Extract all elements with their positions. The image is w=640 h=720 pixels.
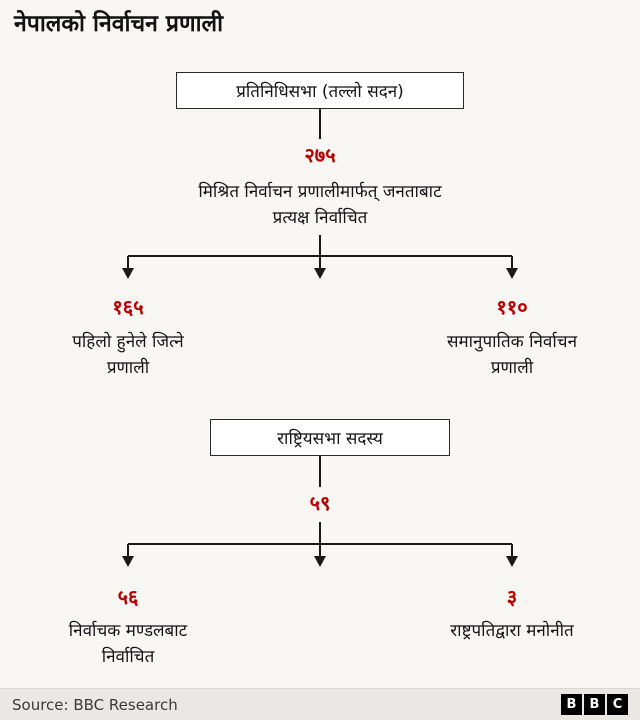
- diagram1-total-value: २७५: [304, 143, 336, 167]
- diagram2-right-value: ३: [506, 585, 518, 609]
- arrowhead-icon: [314, 556, 326, 567]
- source-text: Source: BBC Research: [12, 695, 178, 714]
- diagram2-root-label: राष्ट्रियसभा सदस्य: [277, 429, 383, 449]
- arrowhead-icon: [122, 556, 134, 567]
- diagram1-right-value: ११०: [496, 295, 528, 319]
- diagram1-root-box: प्रतिनिधिसभा (तल्लो सदन): [176, 72, 464, 109]
- diagram2-right-label: राष्ट्रपतिद्वारा मनोनीत: [450, 621, 574, 641]
- arrowhead-icon: [122, 268, 134, 279]
- arrowhead-icon: [506, 556, 518, 567]
- bbc-logo-block: C: [607, 694, 628, 715]
- arrowhead-icon: [314, 268, 326, 279]
- bbc-logo: B B C: [561, 694, 628, 715]
- diagram2-left-label: निर्वाचक मण्डलबाट निर्वाचित: [68, 621, 188, 667]
- diagram1-root-label: प्रतिनिधिसभा (तल्लो सदन): [236, 82, 404, 102]
- bbc-logo-block: B: [584, 694, 605, 715]
- arrowhead-icon: [506, 268, 518, 279]
- bbc-logo-block: B: [561, 694, 582, 715]
- page-title: नेपालको निर्वाचन प्रणाली: [14, 11, 224, 37]
- diagram1-right-label: समानुपातिक निर्वाचन प्रणाली: [446, 332, 578, 378]
- diagram1-description: मिश्रित निर्वाचन प्रणालीमार्फत् जनताबाट …: [198, 182, 442, 228]
- diagram2-left-value: ५६: [117, 585, 139, 609]
- diagram1-left-label: पहिलो हुनेले जित्ने प्रणाली: [72, 332, 184, 378]
- diagram2-total-value: ५९: [309, 491, 331, 515]
- footer-bar: Source: BBC Research B B C: [0, 688, 640, 720]
- diagram2-root-box: राष्ट्रियसभा सदस्य: [210, 419, 450, 456]
- diagram1-left-value: १६५: [112, 295, 144, 319]
